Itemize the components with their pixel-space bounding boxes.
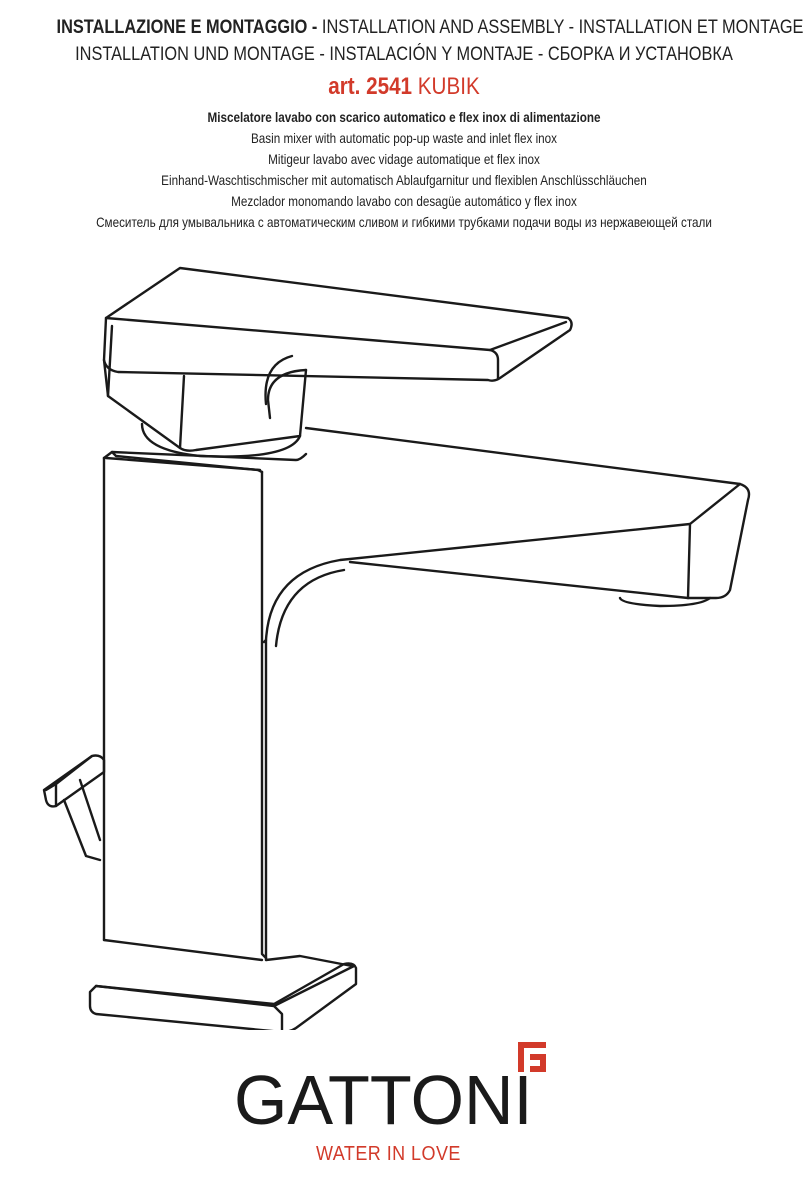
- lever-handle: [102, 266, 573, 458]
- description-fr: Mitigeur lavabo avec vidage automatique …: [268, 152, 540, 167]
- logo-brand-name: GATTONI: [234, 1061, 533, 1139]
- pop-up-knob: [42, 754, 106, 862]
- base-plate: [88, 962, 358, 1030]
- article-model: KUBIK: [412, 73, 480, 100]
- header: INSTALLAZIONE E MONTAGGIO - INSTALLATION…: [0, 14, 808, 233]
- description-es: Mezclador monomando lavabo con desagüe a…: [231, 194, 577, 209]
- gattoni-logo: GATTONI WATER IN LOVE: [234, 1040, 554, 1180]
- article-code: art. 2541: [328, 73, 413, 100]
- logo-tagline: WATER IN LOVE: [316, 1143, 461, 1165]
- description-it: Miscelatore lavabo con scarico automatic…: [207, 110, 601, 125]
- title-line-1: INSTALLAZIONE E MONTAGGIO - INSTALLATION…: [56, 14, 804, 41]
- title-line-2: INSTALLATION UND MONTAGE - INSTALACIÓN Y…: [75, 44, 733, 65]
- title-line-1-bold: INSTALLAZIONE E MONTAGGIO -: [56, 17, 318, 38]
- logo-square-mark-icon: [518, 1042, 546, 1072]
- faucet-body: [102, 450, 354, 968]
- description-en: Basin mixer with automatic pop-up waste …: [250, 131, 558, 146]
- title-line-1-rest: INSTALLATION AND ASSEMBLY - INSTALLATION…: [317, 17, 804, 38]
- description-de: Einhand-Waschtischmischer mit automatisc…: [161, 173, 647, 188]
- spout: [262, 426, 751, 648]
- description-ru: Смеситель для умывальника с автоматическ…: [96, 215, 712, 230]
- article-number: art. 2541 KUBIK: [57, 70, 752, 104]
- faucet-illustration: [42, 266, 751, 1030]
